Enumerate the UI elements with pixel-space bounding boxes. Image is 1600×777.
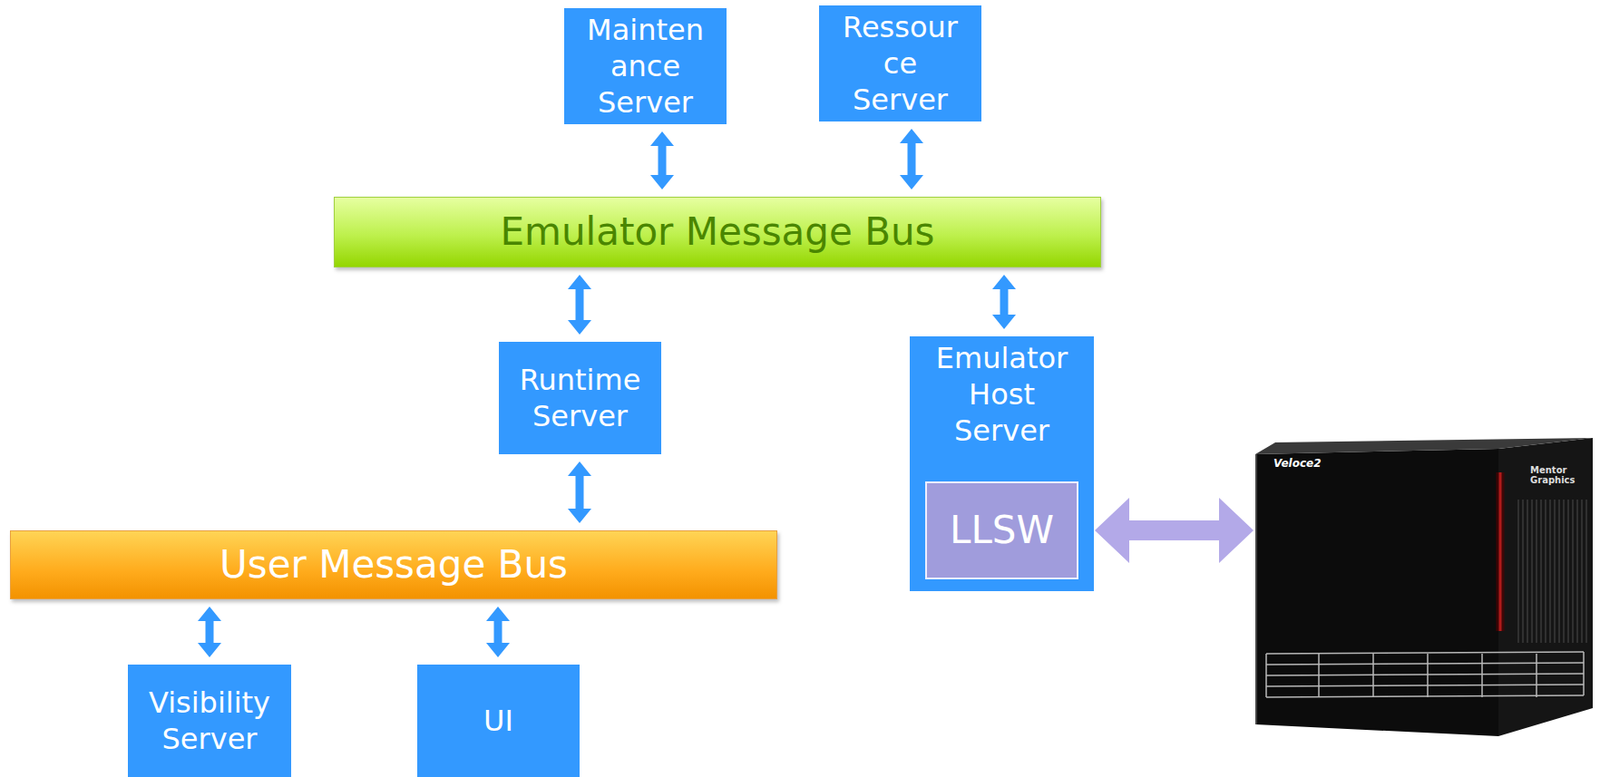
red-seam bbox=[1499, 472, 1503, 632]
bidirectional-arrow bbox=[197, 606, 222, 658]
bus-label: Emulator Message Bus bbox=[349, 209, 1086, 255]
bidirectional-arrow bbox=[992, 274, 1016, 330]
server-box: UI bbox=[417, 664, 580, 777]
llsw-box: LLSW bbox=[925, 481, 1079, 580]
llsw-label: LLSW bbox=[932, 507, 1072, 554]
cabinet-front bbox=[1255, 448, 1499, 737]
cabinet-edge bbox=[1255, 454, 1258, 725]
box-label: Runtime Server bbox=[509, 361, 651, 435]
server-box: Visibility Server bbox=[127, 664, 292, 777]
message-bus: Emulator Message Bus bbox=[333, 196, 1102, 268]
vent-panel bbox=[1518, 499, 1587, 644]
bidirectional-arrow bbox=[486, 606, 510, 658]
bus-label: User Message Bus bbox=[25, 542, 762, 588]
host-server-box: Emulator Host ServerLLSW bbox=[909, 336, 1094, 592]
bidirectional-arrow bbox=[1094, 497, 1254, 564]
bidirectional-arrow bbox=[650, 131, 674, 190]
box-label: Mainten ance Server bbox=[582, 11, 710, 121]
bottom-grille bbox=[1266, 652, 1584, 698]
server-box: Ressour ce Server bbox=[819, 5, 982, 122]
logo-text: Mentor Graphics bbox=[1530, 465, 1587, 487]
box-label: Emulator Host Server bbox=[920, 340, 1083, 449]
cabinet-side bbox=[1498, 438, 1593, 737]
message-bus: User Message Bus bbox=[9, 530, 778, 600]
cabinet-top bbox=[1255, 438, 1593, 455]
box-label: UI bbox=[428, 702, 569, 740]
emulator-cabinet: Veloce2Mentor Graphics bbox=[1255, 436, 1593, 737]
red-seam-glow bbox=[1496, 472, 1505, 632]
bidirectional-arrow bbox=[567, 461, 592, 524]
box-label: Ressour ce Server bbox=[837, 9, 965, 118]
bidirectional-arrow bbox=[899, 128, 924, 190]
server-box: Runtime Server bbox=[498, 341, 662, 455]
server-box: Mainten ance Server bbox=[564, 8, 727, 125]
box-label: Visibility Server bbox=[138, 684, 281, 758]
bidirectional-arrow bbox=[567, 274, 592, 335]
